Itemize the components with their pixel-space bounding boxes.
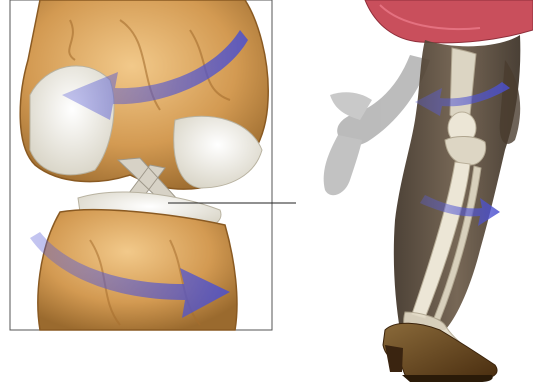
leg-motion-panel [324, 0, 533, 382]
skirt [365, 0, 533, 43]
shoe-sole [402, 375, 493, 382]
shoe-heel [385, 345, 403, 372]
knee-closeup-panel [10, 0, 296, 330]
